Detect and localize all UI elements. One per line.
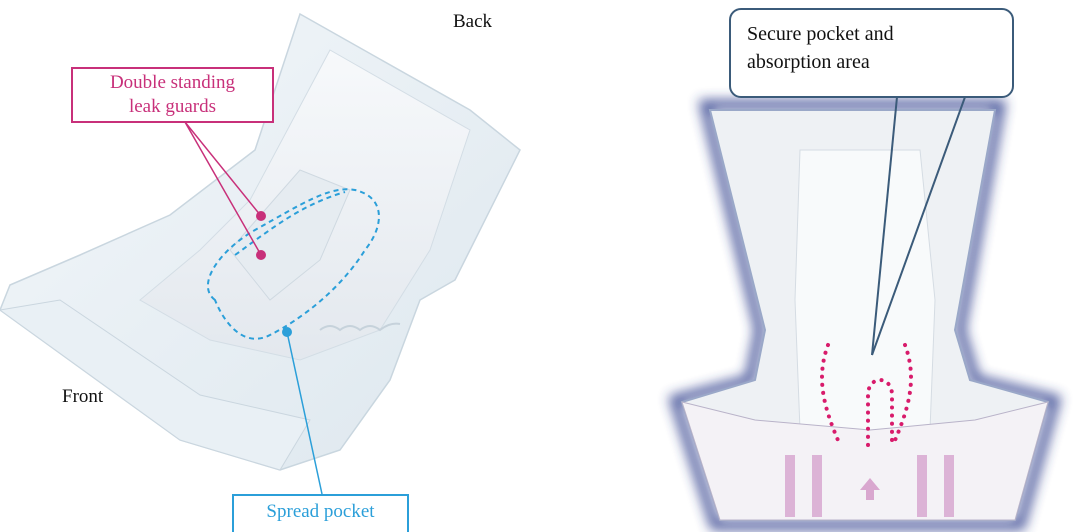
secure-pocket-label-line1: Secure pocket and bbox=[747, 20, 1012, 48]
back-label: Back bbox=[453, 10, 492, 34]
secure-pocket-label-line2: absorption area bbox=[747, 48, 1012, 76]
brief-stripe-1 bbox=[785, 455, 795, 517]
front-label: Front bbox=[62, 385, 103, 409]
brief-inner-core bbox=[795, 150, 935, 470]
brief-illustration bbox=[675, 97, 1055, 525]
leak-guards-label-line2: leak guards bbox=[73, 95, 272, 119]
secure-pocket-callout: Secure pocket and absorption area bbox=[729, 8, 1014, 98]
brief-stripe-2 bbox=[812, 455, 822, 517]
leak-guards-callout: Double standing leak guards bbox=[71, 67, 274, 123]
spread-pocket-dot bbox=[282, 327, 292, 337]
spread-pocket-callout: Spread pocket bbox=[232, 494, 409, 532]
brief-stripe-3 bbox=[917, 455, 927, 517]
leak-guards-label-line1: Double standing bbox=[73, 71, 272, 95]
leak-guard-dot-2 bbox=[256, 250, 266, 260]
spread-pocket-label: Spread pocket bbox=[234, 500, 407, 524]
leak-guard-dot-1 bbox=[256, 211, 266, 221]
brief-stripe-4 bbox=[944, 455, 954, 517]
